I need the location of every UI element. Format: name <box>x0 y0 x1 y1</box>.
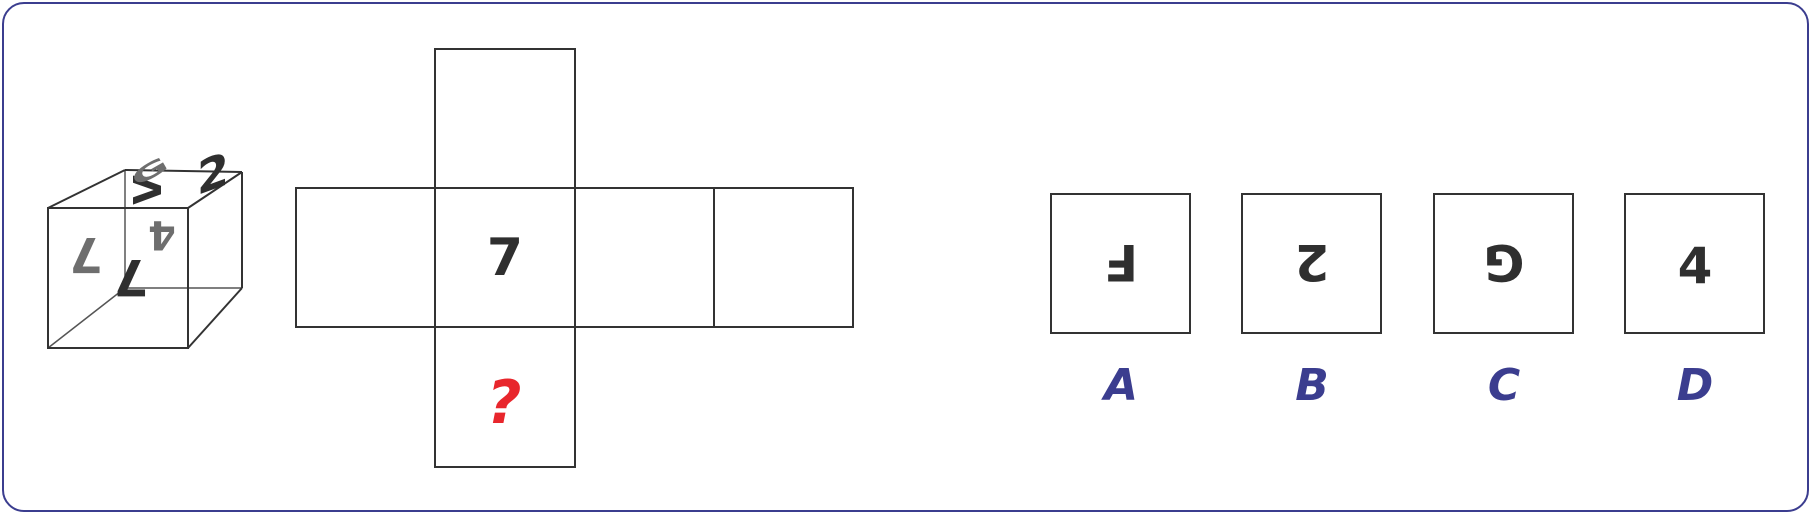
option-c[interactable]: G C <box>1433 193 1574 411</box>
cube-back-glyph: 4 <box>148 211 176 257</box>
answer-options: F A 2 B G C 4 D <box>1050 193 1765 411</box>
cube-glyphs: 7 7 4 2 V G <box>69 142 229 306</box>
option-d-box[interactable] <box>1624 193 1765 334</box>
option-a-glyph: F <box>1104 233 1138 291</box>
cube-hidden-edge <box>47 287 126 349</box>
cube-top-glyph: V <box>126 175 170 205</box>
option-a-label[interactable]: A <box>1101 360 1138 411</box>
option-d-glyph: 4 <box>1678 237 1713 295</box>
option-c-label[interactable]: C <box>1488 360 1520 411</box>
net-cell-top <box>434 48 576 189</box>
cube-edge <box>187 171 243 209</box>
net-cell-left <box>295 187 436 328</box>
option-a[interactable]: F A <box>1050 193 1191 411</box>
cube-left-glyph: 7 <box>69 226 102 282</box>
option-d-label[interactable]: D <box>1677 360 1714 411</box>
option-d[interactable]: 4 D <box>1624 193 1765 411</box>
net-cell-bottom <box>434 326 576 468</box>
question-mark: ? <box>487 368 522 438</box>
cube-front-glyph: 7 <box>114 248 149 306</box>
option-b[interactable]: 2 B <box>1241 193 1382 411</box>
net-cell-right <box>574 187 715 328</box>
cube-edge <box>187 287 243 349</box>
option-c-box[interactable] <box>1433 193 1574 334</box>
cube-edge <box>47 169 126 209</box>
cube-front-face <box>47 207 189 349</box>
net-cell-far-right <box>713 187 854 328</box>
cube-net <box>295 48 854 468</box>
cube-edge <box>124 169 243 173</box>
option-b-box[interactable] <box>1241 193 1382 334</box>
option-b-glyph: 2 <box>1295 233 1330 291</box>
option-c-glyph: G <box>1483 233 1524 291</box>
cube-right-glyph: 2 <box>197 142 229 207</box>
cube-figure <box>47 169 243 349</box>
option-a-box[interactable] <box>1050 193 1191 334</box>
net-center-glyph: 7 <box>487 228 523 288</box>
option-b-label[interactable]: B <box>1295 360 1329 411</box>
